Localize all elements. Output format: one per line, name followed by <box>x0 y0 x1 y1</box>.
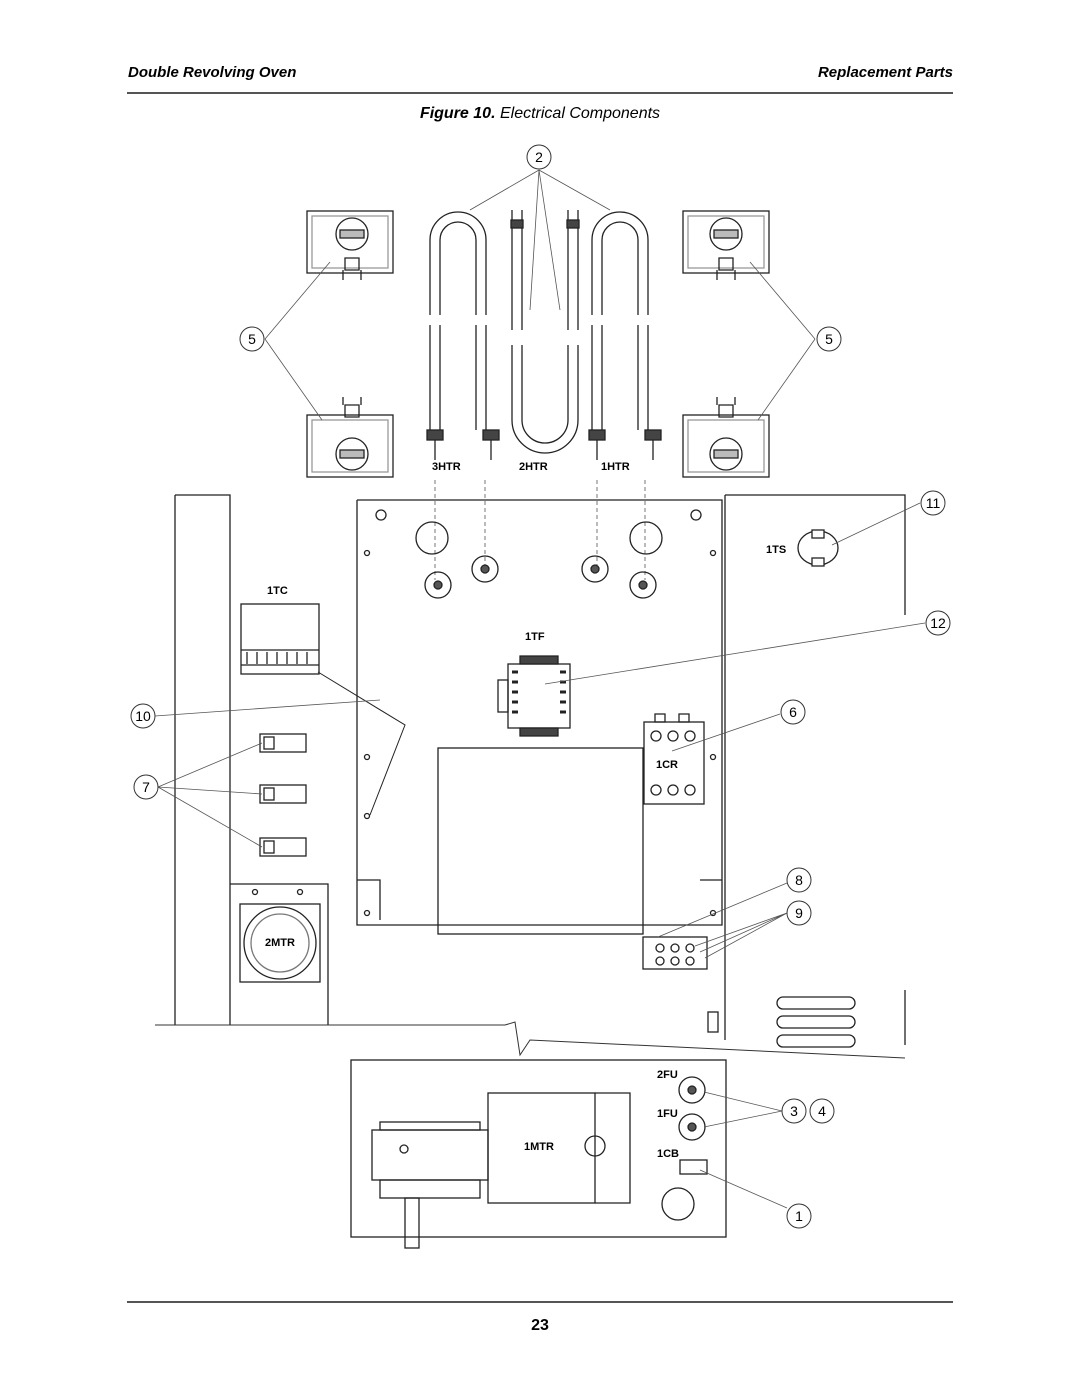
heating-element-3htr <box>426 211 500 460</box>
callout-8-text: 8 <box>795 872 803 888</box>
label-1cb: 1CB <box>657 1148 679 1160</box>
callout-12 <box>925 610 951 636</box>
rocker-switches <box>259 733 307 857</box>
callout-8 <box>786 867 812 893</box>
callout-5-left <box>239 326 265 352</box>
lamp-socket-bottom-left <box>306 397 394 478</box>
callout-2 <box>526 144 552 170</box>
callout-5-right-text: 5 <box>825 331 833 347</box>
label-2mtr: 2MTR <box>265 937 295 949</box>
label-1fu: 1FU <box>657 1108 678 1120</box>
control-cabinet <box>174 494 906 1045</box>
cooling-fan-2mtr <box>230 883 329 1025</box>
heating-element-2htr <box>510 210 580 454</box>
label-2htr: 2HTR <box>519 461 548 473</box>
ground-lug <box>707 1011 719 1033</box>
lamp-socket-bottom-right <box>682 397 770 478</box>
callout-4-text: 4 <box>818 1103 826 1119</box>
relay-1cr <box>643 713 705 805</box>
fuse-holders <box>678 1076 706 1141</box>
header-title: Double Revolving Oven <box>128 64 297 81</box>
header-section: Replacement Parts <box>817 64 953 81</box>
label-1ts: 1TS <box>766 544 786 556</box>
vent-louvers <box>776 996 856 1048</box>
callout-2-text: 2 <box>535 149 543 165</box>
label-1tf: 1TF <box>525 631 545 643</box>
terminal-block <box>642 936 708 970</box>
callout-5-right <box>816 326 842 352</box>
transformer-1tf <box>497 655 571 737</box>
callout-1 <box>786 1203 812 1229</box>
motor-panel <box>350 1059 727 1249</box>
callout-7-text: 7 <box>142 779 150 795</box>
temperature-control-1tc <box>240 603 320 675</box>
label-2fu: 2FU <box>657 1069 678 1081</box>
label-1cr: 1CR <box>656 759 678 771</box>
label-3htr: 3HTR <box>432 461 461 473</box>
callout-5-left-text: 5 <box>248 331 256 347</box>
label-1mtr: 1MTR <box>524 1141 554 1153</box>
callout-7 <box>133 774 159 800</box>
callout-10-text: 10 <box>135 708 151 724</box>
callout-6-text: 6 <box>789 704 797 720</box>
page-number: 23 <box>531 1317 549 1334</box>
callout-11-text: 11 <box>926 495 941 511</box>
callout-12-text: 12 <box>930 615 946 631</box>
callout-6 <box>780 699 806 725</box>
figure-title: Electrical Components <box>499 105 661 122</box>
label-1htr: 1HTR <box>601 461 630 473</box>
thermostat-1ts <box>797 529 839 567</box>
label-1tc: 1TC <box>267 585 288 597</box>
header-rule <box>127 92 953 94</box>
callout-1-text: 1 <box>795 1208 803 1224</box>
callout-9 <box>786 900 812 926</box>
callout-10 <box>130 703 156 729</box>
heating-element-1htr <box>588 211 662 460</box>
callout-4 <box>809 1098 835 1124</box>
callout-3-text: 3 <box>790 1103 798 1119</box>
footer-rule <box>127 1301 953 1303</box>
callout-3 <box>781 1098 807 1124</box>
figure-number: Figure 10. <box>419 105 496 122</box>
lamp-socket-top-right <box>682 210 770 280</box>
lamp-socket-top-left <box>306 210 394 280</box>
figure-caption: Figure 10. Electrical Components <box>0 105 1080 123</box>
callout-11 <box>920 490 946 516</box>
callout-9-text: 9 <box>795 905 803 921</box>
